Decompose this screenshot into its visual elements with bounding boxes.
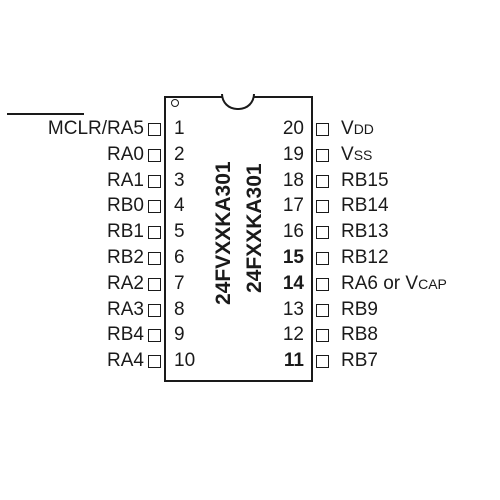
pin-20-label: VDD <box>341 119 374 139</box>
pin-18-box <box>316 174 329 188</box>
pin-4-label-text: RB0 <box>107 195 144 217</box>
pin-7-label: RA2 <box>107 272 144 294</box>
pin-5-box <box>148 226 161 240</box>
pin-11-number: 11 <box>283 350 304 372</box>
pin-14-label-subscript: CAP <box>418 275 447 292</box>
pin-5-label: RB1 <box>107 222 144 242</box>
pin-13-box <box>316 303 329 317</box>
part-name-1: 24FVXXKA301 <box>212 161 235 305</box>
pin-9-box <box>148 329 161 343</box>
pin-4-box <box>148 200 161 214</box>
pin1-indicator-dot <box>171 99 179 107</box>
pin-12-number: 12 <box>282 324 304 346</box>
pin-3-label: RA1 <box>107 169 144 191</box>
pin-10-label-text: RA4 <box>107 350 144 372</box>
pin-11-label-text: RB7 <box>341 350 378 372</box>
pin-9-number: 9 <box>174 324 185 346</box>
pin-19-label-text: V <box>341 143 354 165</box>
pin-10-box <box>148 355 161 369</box>
pin-13-label: RB9 <box>341 298 378 320</box>
pin-2-label: RA0 <box>107 143 144 165</box>
pin-16-box <box>316 226 329 240</box>
pin-6-box <box>148 252 161 265</box>
pin-10-label: RA4 <box>107 351 144 371</box>
pin-1-number: 1 <box>174 118 185 139</box>
pin-8-box <box>148 303 161 317</box>
pin-7-box <box>148 277 161 291</box>
pin-5-label-text: RB1 <box>107 221 144 243</box>
pin-14-label-text: RA6 or V <box>341 272 419 294</box>
mclr-overbar <box>7 113 84 115</box>
pin-3-label-text: RA1 <box>107 169 144 191</box>
pin-16-number: 16 <box>282 221 304 243</box>
pin-12-label-text: RB8 <box>341 324 378 346</box>
pin-20-label-subscript: DD <box>353 121 374 137</box>
pin-19-box <box>316 148 329 162</box>
pin-8-number: 8 <box>174 298 185 320</box>
pin-15-number: 15 <box>282 247 304 268</box>
pin-14-box <box>316 277 329 291</box>
pin-9-label-text: RB4 <box>107 324 144 346</box>
pin-20-label-text: V <box>341 118 354 139</box>
pin-7-number: 7 <box>174 272 185 294</box>
pin-11-box <box>316 355 329 369</box>
pin-15-label: RB12 <box>341 248 389 268</box>
pin-8-label-text: RA3 <box>107 298 144 320</box>
pin-13-label-text: RB9 <box>341 298 378 320</box>
pin-4-number: 4 <box>174 195 185 217</box>
pin-18-label: RB15 <box>341 169 389 191</box>
pin-2-label-text: RA0 <box>107 143 144 165</box>
pin-1-label-main: MCLR <box>47 118 102 139</box>
pin-4-label: RB0 <box>107 196 144 216</box>
pin-2-box <box>148 148 161 162</box>
pin-20-number: 20 <box>282 118 304 139</box>
pin-12-box <box>316 329 329 343</box>
pin-15-box <box>316 252 329 265</box>
pin-1-label-rest: /RA5 <box>101 118 144 139</box>
pin-11-label: RB7 <box>341 351 378 371</box>
pin-14-label: RA6 or VCAP <box>341 272 447 294</box>
pin-6-label-text: RB2 <box>107 247 144 268</box>
pin-17-label: RB14 <box>341 196 389 216</box>
pin-12-label: RB8 <box>341 325 378 345</box>
pin-14-number: 14 <box>282 272 304 294</box>
pin-5-number: 5 <box>174 221 185 243</box>
pin-20-box <box>316 123 329 136</box>
pin-3-number: 3 <box>174 169 185 191</box>
pin-17-label-text: RB14 <box>341 195 389 217</box>
pin-2-number: 2 <box>174 143 185 165</box>
part-name-2: 24FXXKA301 <box>243 163 266 293</box>
pin-19-number: 19 <box>282 143 304 165</box>
pin-16-label-text: RB13 <box>341 221 389 243</box>
ic-package-body <box>164 96 313 382</box>
pin-15-label-text: RB12 <box>341 247 389 268</box>
pin-6-number: 6 <box>174 247 185 268</box>
pin-13-number: 13 <box>282 298 304 320</box>
pin-17-box <box>316 200 329 214</box>
pin-19-label: VSS <box>341 143 373 165</box>
pin-1-label: MCLR/RA5 <box>48 119 144 139</box>
pin-1-box <box>148 123 161 136</box>
pin-19-label-subscript: SS <box>353 146 373 163</box>
pin-10-number: 10 <box>174 350 196 372</box>
pin-16-label: RB13 <box>341 222 389 242</box>
pin-18-label-text: RB15 <box>341 169 389 191</box>
pin-8-label: RA3 <box>107 298 144 320</box>
pin-7-label-text: RA2 <box>107 272 144 294</box>
pin-6-label: RB2 <box>107 248 144 268</box>
pin-9-label: RB4 <box>107 325 144 345</box>
pin-17-number: 17 <box>282 195 304 217</box>
pin-18-number: 18 <box>282 169 304 191</box>
pin-3-box <box>148 174 161 188</box>
